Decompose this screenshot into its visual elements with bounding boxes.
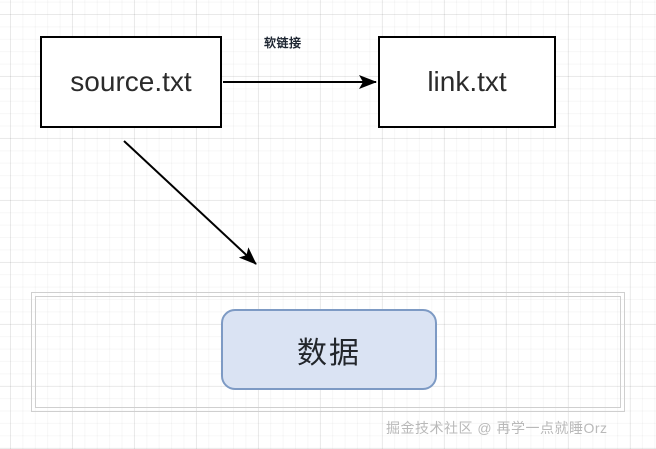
node-data[interactable]: 数据 <box>221 309 437 390</box>
storage-container <box>31 292 625 412</box>
node-source-txt[interactable]: source.txt <box>40 36 222 128</box>
arrow-source-to-data <box>123 140 257 265</box>
node-link-txt[interactable]: link.txt <box>378 36 556 128</box>
watermark-text: 掘金技术社区 @ 再学一点就睡Orz <box>386 420 608 436</box>
node-link-txt-label: link.txt <box>427 66 507 97</box>
edge-label-soft-link: 软链接 <box>264 36 302 50</box>
storage-container-inner-border <box>35 296 621 408</box>
node-data-label: 数据 <box>297 336 361 370</box>
node-source-txt-label: source.txt <box>70 66 192 97</box>
